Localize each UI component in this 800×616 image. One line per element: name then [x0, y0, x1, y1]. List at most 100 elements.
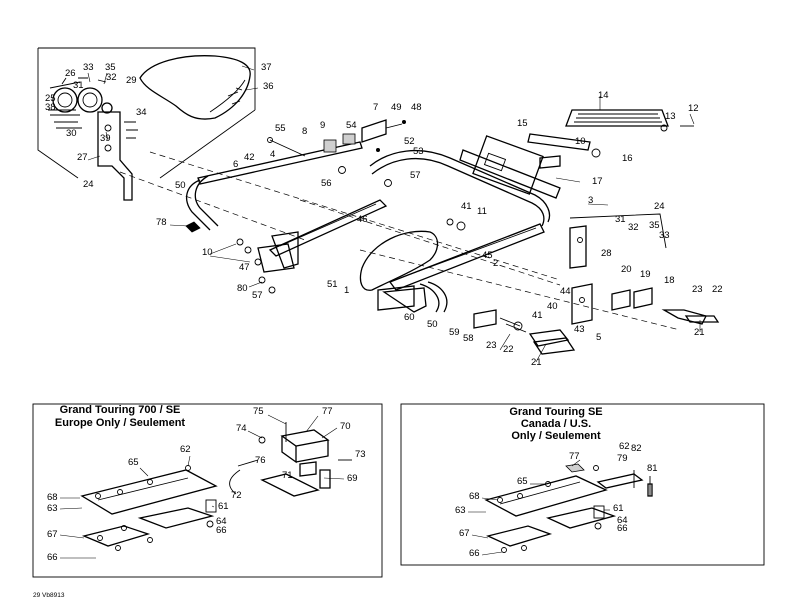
- main-callout-13: 13: [665, 111, 676, 122]
- main-callout-78: 78: [156, 217, 167, 228]
- main-callout-45: 45: [482, 250, 493, 261]
- left-callout-66: 66: [216, 525, 227, 536]
- main-callout-24: 24: [654, 201, 665, 212]
- license-plate: [472, 135, 544, 195]
- main-callout-32: 32: [106, 72, 117, 83]
- left-callout-61: 61: [218, 501, 229, 512]
- right-callout-64: 64: [617, 515, 628, 526]
- main-callout-54: 54: [346, 120, 357, 131]
- main-callout-7: 7: [373, 102, 378, 113]
- visor-housing: [139, 55, 251, 120]
- main-callout-2: 2: [493, 258, 498, 269]
- main-callout-52: 52: [404, 136, 415, 147]
- main-callout-24: 24: [83, 179, 94, 190]
- main-callout-33: 33: [83, 62, 94, 73]
- main-callout-57: 57: [252, 290, 263, 301]
- main-callout-15: 15: [517, 118, 528, 129]
- main-callout-35: 35: [649, 220, 660, 231]
- rack-frame-group: [119, 96, 720, 363]
- main-callout-26: 26: [65, 68, 76, 79]
- main-callout-55: 55: [275, 123, 286, 134]
- main-callout-23: 23: [692, 284, 703, 295]
- main-callout-56: 56: [321, 178, 332, 189]
- main-callout-44: 44: [560, 286, 571, 297]
- main-callout-17: 17: [592, 176, 603, 187]
- right-callout-79: 79: [617, 453, 628, 464]
- main-callout-80: 80: [237, 283, 248, 294]
- left-callout-63: 63: [47, 503, 58, 514]
- right-callout-66: 66: [469, 548, 480, 559]
- main-callout-27: 27: [77, 152, 88, 163]
- gauge-right-icon: [77, 87, 103, 113]
- gauge-group: [37, 47, 259, 201]
- tail-lamp: [565, 109, 669, 127]
- left-callout-62: 62: [180, 444, 191, 455]
- main-callout-22: 22: [503, 344, 514, 355]
- main-callout-31: 31: [615, 214, 626, 225]
- main-callout-4: 4: [270, 149, 275, 160]
- main-callout-21: 21: [531, 357, 542, 368]
- main-callout-10: 10: [575, 136, 586, 147]
- box-right-title-2: Canada / U.S.: [521, 418, 591, 430]
- main-callout-42: 42: [244, 152, 255, 163]
- left-callout-70: 70: [340, 421, 351, 432]
- main-callout-3: 3: [588, 195, 593, 206]
- main-callout-25: 25: [45, 93, 56, 104]
- gauge-left-icon: [52, 87, 78, 113]
- gauge-bracket: [97, 111, 133, 201]
- right-callout-65: 65: [517, 476, 528, 487]
- left-callout-69: 69: [347, 473, 358, 484]
- main-callout-10: 10: [202, 247, 213, 258]
- main-callout-6: 6: [233, 159, 238, 170]
- left-callout-77: 77: [322, 406, 333, 417]
- mount-plate-left: [80, 469, 218, 515]
- main-callout-36: 36: [263, 81, 274, 92]
- main-callout-18: 18: [664, 275, 675, 286]
- main-callout-47: 47: [239, 262, 250, 273]
- main-callout-40: 40: [547, 301, 558, 312]
- right-callout-62: 62: [619, 441, 630, 452]
- main-callout-9: 9: [320, 120, 325, 131]
- main-callout-53: 53: [413, 146, 424, 157]
- main-callout-12: 12: [688, 103, 699, 114]
- right-callout-68: 68: [469, 491, 480, 502]
- right-callout-63: 63: [455, 505, 466, 516]
- rail-bracket-left: [271, 231, 299, 269]
- main-callout-31: 31: [73, 80, 84, 91]
- left-callout-66: 66: [47, 552, 58, 563]
- main-callout-46: 46: [357, 214, 368, 225]
- main-callout-20: 20: [621, 264, 632, 275]
- main-callout-1: 1: [344, 285, 349, 296]
- main-callout-38: 38: [45, 102, 56, 113]
- left-callout-73: 73: [355, 449, 366, 460]
- main-callout-41: 41: [461, 201, 472, 212]
- left-callout-74: 74: [236, 423, 247, 434]
- left-callout-76: 76: [255, 455, 266, 466]
- main-callout-19: 19: [640, 269, 651, 280]
- main-callout-49: 49: [391, 102, 402, 113]
- block-8: [323, 139, 337, 153]
- main-callout-37: 37: [261, 62, 272, 73]
- right-callout-61: 61: [613, 503, 624, 514]
- main-callout-8: 8: [302, 126, 307, 137]
- main-callout-51: 51: [327, 279, 338, 290]
- left-callout-71: 71: [282, 470, 293, 481]
- rack-hoop: [369, 149, 551, 223]
- box-left-frame: [32, 403, 383, 578]
- main-callout-58: 58: [463, 333, 474, 344]
- left-callout-67: 67: [47, 529, 58, 540]
- left-callout-65: 65: [128, 457, 139, 468]
- main-callout-11: 11: [477, 206, 487, 217]
- main-callout-14: 14: [598, 90, 609, 101]
- main-callout-50: 50: [427, 319, 438, 330]
- main-callout-32: 32: [628, 222, 639, 233]
- right-callout-81: 81: [647, 463, 658, 474]
- left-callout-75: 75: [253, 406, 264, 417]
- left-callout-64: 64: [216, 516, 227, 527]
- backrest-pad: [359, 230, 439, 291]
- right-callout-77: 77: [569, 451, 580, 462]
